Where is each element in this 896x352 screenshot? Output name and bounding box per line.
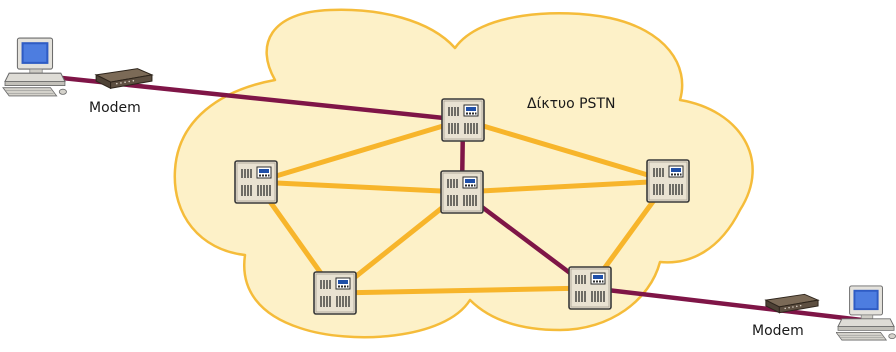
modem-icon (765, 293, 819, 314)
right-subscriber-line (587, 285, 865, 323)
telephone-exchange-icon (313, 271, 357, 315)
trunk-link-left-center (253, 179, 465, 195)
trunk-link-top-left (253, 117, 466, 185)
telephone-exchange-icon (646, 159, 690, 203)
trunk-link-bottom (332, 285, 593, 296)
desktop-computer-icon (836, 285, 896, 341)
telephone-exchange-icon (440, 170, 484, 214)
desktop-computer-icon (2, 37, 68, 97)
left-modem-label: Modem (89, 100, 141, 116)
telephone-exchange-icon (234, 160, 278, 204)
trunk-link-top-right (460, 117, 671, 184)
trunk-link-center-right (459, 178, 671, 195)
telephone-exchange-icon (568, 266, 612, 310)
network-label: Δίκτυο PSTN (527, 96, 615, 112)
telephone-exchange-icon (441, 98, 485, 142)
right-modem-label: Modem (752, 323, 804, 339)
